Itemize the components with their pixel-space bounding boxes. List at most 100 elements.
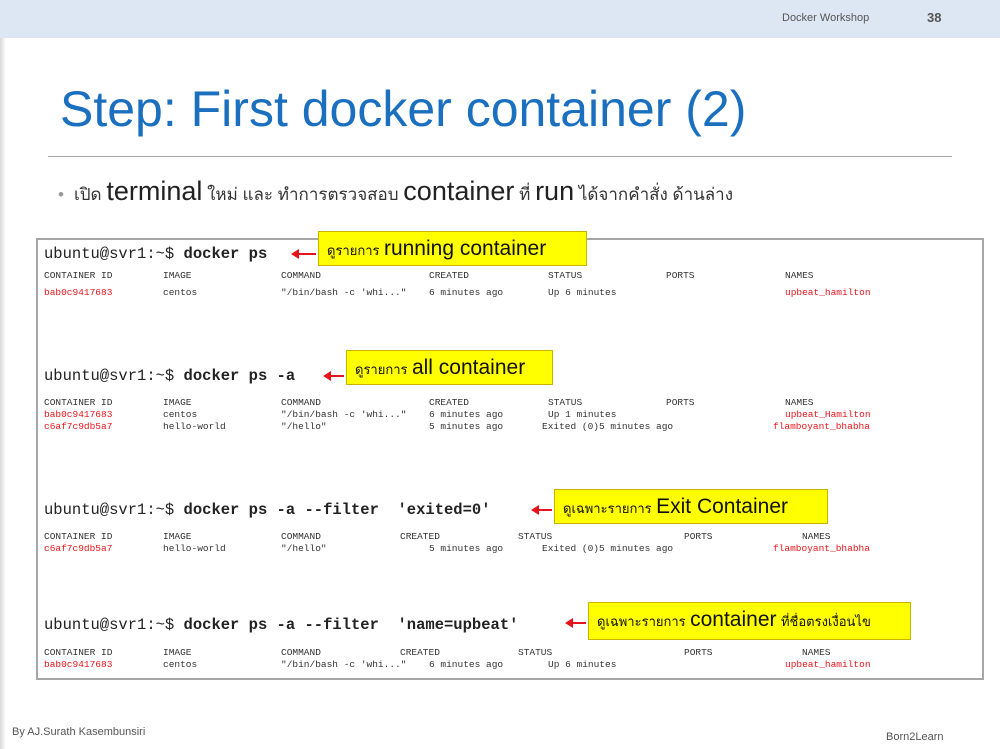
command-text: docker ps -a --filter	[183, 616, 379, 634]
header-created: CREATED	[400, 647, 440, 658]
header-image: IMAGE	[163, 647, 192, 658]
header-ports: PORTS	[684, 647, 713, 658]
header-created: CREATED	[400, 531, 440, 542]
header-container-id: CONTAINER ID	[44, 270, 113, 281]
prompt-user: ubuntu@svr1:~$	[44, 245, 175, 263]
header-ports: PORTS	[666, 270, 695, 281]
row-status: Up 6 minutes	[548, 287, 617, 298]
row-names: upbeat_Hamilton	[785, 409, 871, 420]
callout-eng: container	[690, 608, 777, 631]
row-command: "/bin/bash -c 'whi..."	[281, 287, 407, 298]
header-ports: PORTS	[666, 397, 695, 408]
bullet-keyword-run: run	[535, 176, 575, 206]
slide-header-bar: Docker Workshop 38	[0, 0, 1000, 38]
row-container-id: bab0c9417683	[44, 287, 113, 298]
workshop-label: Docker Workshop	[782, 12, 870, 24]
header-names: NAMES	[785, 270, 814, 281]
prompt-filter-exited: ubuntu@svr1:~$ docker ps -a --filter 'ex…	[44, 501, 491, 519]
callout-thai: ดูรายการ	[327, 243, 380, 258]
header-command: COMMAND	[281, 531, 321, 542]
command-text: docker ps -a --filter	[183, 501, 379, 519]
header-names: NAMES	[785, 397, 814, 408]
callout-thai: ดูรายการ	[355, 362, 408, 377]
header-command: COMMAND	[281, 397, 321, 408]
row-command: "/hello"	[281, 421, 327, 432]
row-names: flamboyant_bhabha	[773, 421, 870, 432]
arrow-icon	[531, 505, 552, 515]
row-names: upbeat_hamilton	[785, 287, 871, 298]
callout-thai: ดูเฉพาะรายการ	[563, 501, 652, 516]
header-container-id: CONTAINER ID	[44, 397, 113, 408]
prompt-user: ubuntu@svr1:~$	[44, 501, 175, 519]
bullet-text-3: ที่	[519, 185, 531, 204]
row-names: flamboyant_bhabha	[773, 543, 870, 554]
row-command: "/bin/bash -c 'whi..."	[281, 409, 407, 420]
row-container-id: c6af7c9db5a7	[44, 543, 113, 554]
row-image: centos	[163, 287, 198, 298]
header-command: COMMAND	[281, 270, 321, 281]
header-status: STATUS	[548, 270, 583, 281]
bullet-dot-icon: •	[58, 185, 64, 204]
command-text: docker ps -a	[183, 367, 296, 385]
row-image: centos	[163, 409, 198, 420]
footer-brand: Born2Learn	[886, 731, 944, 743]
row-image: hello-world	[163, 421, 226, 432]
command-text: docker ps	[183, 245, 268, 263]
callout-all-container: ดูรายการ all container	[346, 350, 553, 385]
header-status: STATUS	[518, 647, 553, 658]
header-image: IMAGE	[163, 270, 192, 281]
row-command: "/bin/bash -c 'whi..."	[281, 659, 407, 670]
filter-argument: 'exited=0'	[397, 501, 491, 519]
prompt-user: ubuntu@svr1:~$	[44, 616, 175, 634]
row-container-id: bab0c9417683	[44, 659, 113, 670]
callout-eng: Exit Container	[656, 495, 789, 518]
header-created: CREATED	[429, 397, 469, 408]
bullet-text-4: ได้จากคำสั่ง ด้านล่าง	[578, 185, 734, 204]
row-image: hello-world	[163, 543, 226, 554]
row-created: 5 minutes ago	[429, 543, 504, 554]
page-number: 38	[927, 10, 942, 25]
header-status: STATUS	[518, 531, 553, 542]
header-names: NAMES	[802, 531, 831, 542]
callout-exit-container: ดูเฉพาะรายการ Exit Container	[554, 489, 828, 524]
header-container-id: CONTAINER ID	[44, 647, 113, 658]
callout-thai-2: ที่ชื่อตรงเงื่อนไข	[780, 614, 871, 629]
row-status: Exited (0)5 minutes ago	[542, 421, 674, 432]
row-image: centos	[163, 659, 198, 670]
header-ports: PORTS	[684, 531, 713, 542]
header-image: IMAGE	[163, 531, 192, 542]
row-created: 6 minutes ago	[429, 659, 504, 670]
callout-thai: ดูเฉพาะรายการ	[597, 614, 686, 629]
bullet-text-1: เปิด	[73, 185, 102, 204]
row-created: 6 minutes ago	[429, 287, 504, 298]
bullet-instruction: •เปิด terminal ใหม่ และ ทำการตรวจสอบ con…	[58, 176, 733, 208]
row-status: Exited (0)5 minutes ago	[542, 543, 674, 554]
header-container-id: CONTAINER ID	[44, 531, 113, 542]
row-names: upbeat_hamilton	[785, 659, 871, 670]
callout-running-container: ดูรายการ running container	[318, 231, 587, 266]
row-status: Up 1 minutes	[548, 409, 617, 420]
row-container-id: bab0c9417683	[44, 409, 113, 420]
row-container-id: c6af7c9db5a7	[44, 421, 113, 432]
header-names: NAMES	[802, 647, 831, 658]
footer-author: By AJ.Surath Kasembunsiri	[12, 726, 146, 738]
header-image: IMAGE	[163, 397, 192, 408]
callout-named-container: ดูเฉพาะรายการ container ที่ชื่อตรงเงื่อน…	[588, 602, 911, 640]
filter-argument: 'name=upbeat'	[397, 616, 519, 634]
row-command: "/hello"	[281, 543, 327, 554]
arrow-icon	[323, 371, 344, 381]
row-created: 5 minutes ago	[429, 421, 504, 432]
left-edge-shadow	[0, 38, 6, 749]
bullet-keyword-container: container	[403, 176, 515, 206]
callout-eng: running container	[383, 237, 547, 260]
arrow-icon	[291, 249, 316, 259]
title-divider	[48, 156, 952, 157]
arrow-icon	[565, 618, 586, 628]
slide-title: Step: First docker container (2)	[60, 81, 747, 137]
prompt-user: ubuntu@svr1:~$	[44, 367, 175, 385]
prompt-filter-name: ubuntu@svr1:~$ docker ps -a --filter 'na…	[44, 616, 518, 634]
row-status: Up 6 minutes	[548, 659, 617, 670]
bullet-text-2: ใหม่ และ ทำการตรวจสอบ	[207, 185, 399, 204]
header-command: COMMAND	[281, 647, 321, 658]
header-status: STATUS	[548, 397, 583, 408]
